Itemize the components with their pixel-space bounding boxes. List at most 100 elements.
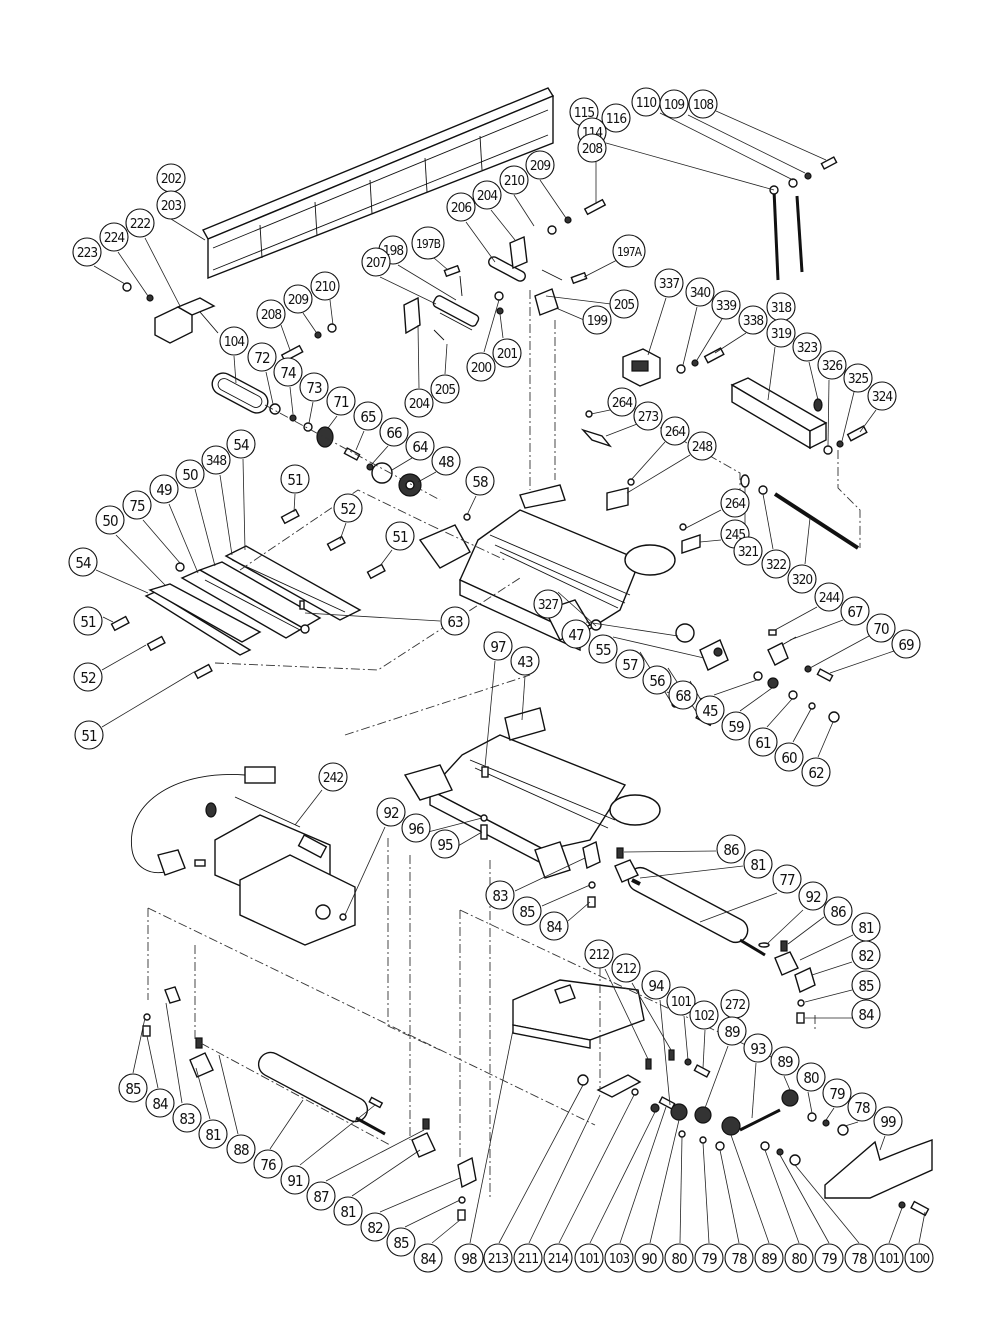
callout-circle [743,849,773,879]
part-callout-209: 209 [525,150,555,180]
callout-circle [485,880,515,910]
part-callout-84: 84 [413,1243,443,1273]
callout-label: 320 [792,572,812,588]
callout-label: 52 [80,669,96,687]
part-callout-54: 54 [226,429,256,459]
callout-circle [149,474,179,504]
callout-label: 84 [546,918,562,936]
callout-label: 208 [582,141,602,157]
callout-circle [873,1106,903,1136]
callout-circle [256,299,286,329]
callout-label: 91 [287,1172,303,1190]
callout-label: 82 [367,1219,383,1237]
callout-circle [822,1078,852,1108]
callout-circle [74,720,104,750]
bracket-222-part [122,282,219,344]
callout-label: 223 [77,245,97,261]
callout-label: 104 [224,334,245,350]
part-callout-224: 224 [99,222,129,252]
callout-circle [440,606,470,636]
callout-label: 98 [461,1250,477,1268]
callout-circle [668,680,698,710]
part-callout-96: 96 [401,813,431,843]
callout-label: 209 [530,158,550,174]
part-callout-77: 77 [772,864,802,894]
callout-circle [405,431,435,461]
callout-label: 207 [366,255,386,271]
callout-label: 51 [287,471,303,489]
part-callout-61: 61 [748,727,778,757]
part-callout-59: 59 [721,711,751,741]
part-callout-62: 62 [801,757,831,787]
callout-circle [310,271,340,301]
callout-circle [73,606,103,636]
callout-label: 78 [851,1250,867,1268]
callout-circle [851,999,881,1029]
callout-circle [318,762,348,792]
callout-label: 80 [671,1250,687,1268]
part-callout-78: 78 [847,1092,877,1122]
callout-label: 101 [671,994,691,1010]
callout-label: 51 [81,727,97,745]
callout-circle [601,103,631,133]
callout-label: 213 [488,1251,508,1267]
part-callout-209: 209 [283,284,313,314]
part-callout-78: 78 [844,1243,874,1273]
part-callout-272: 272 [720,989,750,1019]
callout-label: 101 [879,1251,899,1267]
callout-circle [122,490,152,520]
callout-circle [634,1243,664,1273]
upper-base-casting [418,484,676,652]
part-drawings [110,87,933,1221]
callout-label: 89 [761,1250,777,1268]
part-callout-89: 89 [754,1243,784,1273]
callout-label: 79 [829,1085,845,1103]
callout-circle [326,386,356,416]
callout-circle [770,1046,800,1076]
part-callout-81: 81 [743,849,773,879]
callout-circle [574,1243,604,1273]
part-callout-95: 95 [430,829,460,859]
callout-label: 66 [386,424,402,442]
callout-circle [738,305,768,335]
callout-label: 204 [409,396,430,412]
callout-circle [513,1243,543,1273]
callout-circle [466,352,496,382]
callout-circle [654,268,684,298]
part-callout-207: 207 [361,247,391,277]
callout-circle [609,289,639,319]
callout-label: 82 [858,947,874,965]
callout-label: 74 [280,364,296,382]
callout-circle [306,1181,336,1211]
callout-label: 58 [472,473,488,491]
part-callout-51: 51 [73,606,103,636]
callout-label: 84 [420,1250,436,1268]
callout-circle [748,727,778,757]
part-callout-103: 103 [604,1243,634,1273]
callout-label: 324 [872,389,893,405]
part-callout-98: 98 [454,1243,484,1273]
part-callout-70: 70 [866,613,896,643]
callout-label: 85 [519,903,535,921]
callout-circle [612,234,646,268]
part-callout-50: 50 [95,505,125,535]
callout-circle [689,1000,719,1030]
part-callout-324: 324 [867,381,897,411]
callout-circle [411,226,445,260]
callout-circle [280,464,310,494]
part-callout-201: 201 [492,338,522,368]
part-callout-85: 85 [118,1073,148,1103]
callout-circle [695,695,725,725]
callout-circle [754,1243,784,1273]
callout-label: 75 [129,497,145,515]
part-callout-74: 74 [273,357,303,387]
part-callout-72: 72 [247,342,277,372]
part-callout-80: 80 [784,1243,814,1273]
callout-label: 101 [579,1251,599,1267]
part-callout-85: 85 [512,896,542,926]
callout-circle [379,417,409,447]
callout-label: 110 [636,95,656,111]
callout-label: 338 [743,313,763,329]
callout-circle [175,459,205,489]
callout-circle [533,589,563,619]
